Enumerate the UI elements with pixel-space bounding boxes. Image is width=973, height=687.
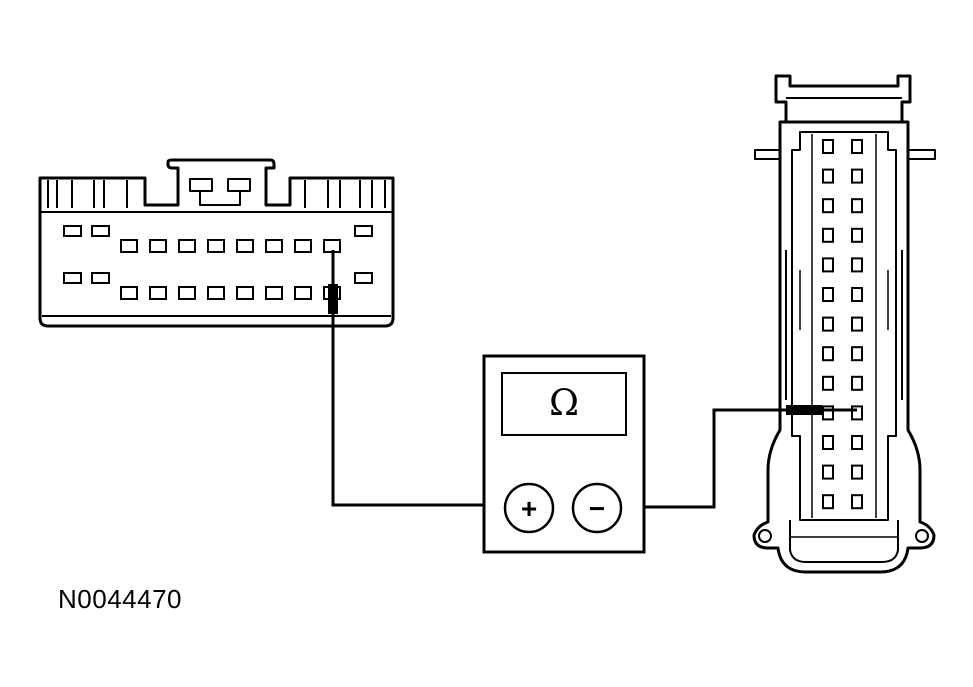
cavity [822,405,834,421]
cavity [851,464,863,480]
positive-terminal-label: + [521,493,537,524]
cavity [120,286,138,300]
cavity [851,435,863,450]
cavity [822,139,834,154]
cavity [207,286,225,300]
cavity [851,494,863,510]
cavity [120,239,138,253]
cavity [851,316,863,332]
ohmmeter-icon [482,354,646,554]
cavity [354,272,373,284]
cavity [178,239,196,253]
cavity [851,346,863,362]
positive-terminal-icon [503,482,555,534]
cavity [822,346,834,362]
left-connector-cavities [63,225,373,300]
cavity [851,257,863,273]
meter-display-symbol: Ω [549,383,579,424]
cavity [265,286,283,300]
cavity [851,139,863,154]
positive-lead [331,312,504,507]
left-probe-icon [328,250,338,314]
left-connector-icon [38,158,395,328]
negative-terminal-label: − [589,493,605,524]
cavity [851,168,863,184]
cavity [822,287,834,302]
cavity [822,375,834,391]
cavity [294,286,312,300]
cavity [294,239,312,253]
negative-terminal-icon [571,482,623,534]
cavity [822,316,834,332]
right-connector-cavities [822,139,863,510]
cavity [236,239,254,253]
cavity [822,435,834,450]
cavity [91,225,110,237]
cavity [851,198,863,214]
cavity [63,225,82,237]
cavity [822,198,834,214]
cavity [822,494,834,510]
figure-id: N0044470 [58,584,182,614]
right-probe-icon [786,405,857,415]
right-connector-icon [752,74,936,574]
cavity [149,239,167,253]
cavity [149,286,167,300]
cavity [354,225,373,237]
cavity [178,286,196,300]
cavity [236,286,254,300]
cavity [851,405,863,421]
cavity [207,239,225,253]
cavity [822,257,834,273]
cavity [851,287,863,302]
cavity [91,272,110,284]
test-leads [331,312,790,509]
negative-lead [622,408,790,509]
cavity [822,227,834,243]
cavity [265,239,283,253]
cavity [851,375,863,391]
cavity [63,272,82,284]
cavity [851,227,863,243]
cavity [822,168,834,184]
cavity [822,464,834,480]
